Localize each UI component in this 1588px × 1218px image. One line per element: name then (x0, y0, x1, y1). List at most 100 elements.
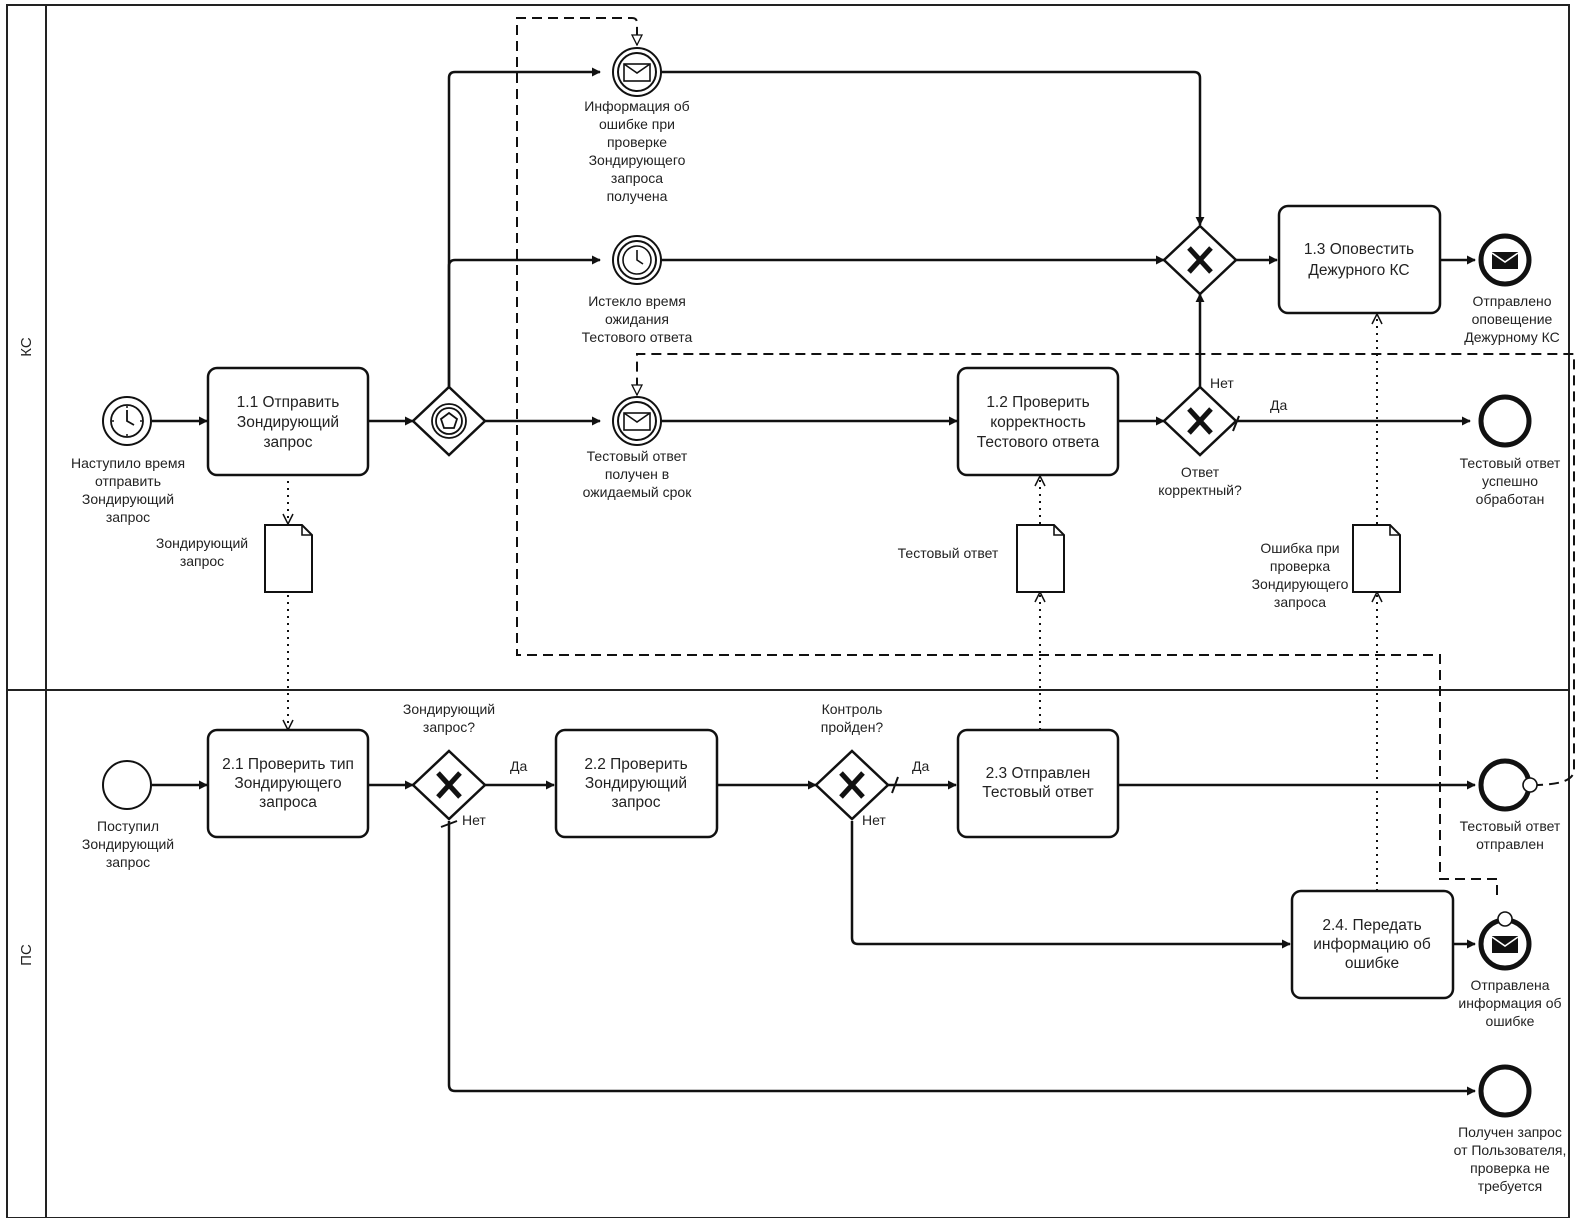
task-2-4[interactable]: 2.4. Передать информацию об ошибке (1290, 889, 1455, 1000)
svg-text:Дежурному КС: Дежурному КС (1464, 329, 1560, 345)
task-2-3[interactable]: 2.3 Отправлен Тестовый ответ (956, 728, 1120, 839)
task-1-2[interactable]: 1.2 Проверить корректность Тестового отв… (956, 366, 1120, 477)
svg-text:запроса: запроса (1274, 594, 1326, 610)
svg-text:запрос: запрос (611, 794, 660, 811)
label-gw-correct: Ответ корректный? (1158, 464, 1242, 498)
svg-text:Получен запрос: Получен запрос (1458, 1124, 1562, 1140)
svg-text:Тестовый ответ: Тестовый ответ (898, 545, 999, 561)
svg-text:Наступило время: Наступило время (71, 455, 185, 471)
svg-text:Тестовый ответ: Тестовый ответ (1460, 818, 1561, 834)
flow-label-yes-correct: Да (1270, 397, 1287, 413)
label-end-sent: Тестовый ответ отправлен (1460, 818, 1561, 852)
svg-text:Тестовый ответ: Тестовый ответ (982, 784, 1094, 801)
svg-text:Зондирующего: Зондирующего (589, 152, 686, 168)
data-object-error[interactable] (1352, 524, 1401, 593)
svg-text:корректность: корректность (990, 414, 1086, 431)
task-2-1[interactable]: 2.1 Проверить тип Зондирующего запроса (206, 728, 370, 839)
svg-text:запрос?: запрос? (423, 719, 475, 735)
svg-text:Зондирующего: Зондирующего (1252, 576, 1349, 592)
end-event-sent[interactable] (1478, 758, 1538, 812)
svg-text:Тестового ответа: Тестового ответа (582, 329, 693, 345)
svg-text:1.1 Отправить: 1.1 Отправить (237, 394, 340, 411)
label-end-notified: Отправлено оповещение Дежурному КС (1464, 293, 1560, 345)
svg-text:ошибке: ошибке (1345, 955, 1399, 972)
xor-gateway-merge[interactable] (1162, 224, 1238, 296)
svg-text:ожидания: ожидания (605, 311, 669, 327)
intermediate-message-error-event[interactable] (612, 47, 662, 97)
label-data-test: Тестовый ответ (898, 545, 999, 561)
lane-label-ks: КС (18, 337, 35, 357)
svg-text:Зондирующий: Зондирующий (82, 491, 174, 507)
svg-text:1.3 Оповестить: 1.3 Оповестить (1304, 241, 1414, 258)
svg-text:Зондирующий: Зондирующий (156, 535, 248, 551)
svg-text:Контроль: Контроль (822, 701, 883, 717)
message-flows (516, 17, 1575, 895)
svg-text:требуется: требуется (1478, 1178, 1543, 1194)
flow-label-no-correct: Нет (1210, 375, 1234, 391)
svg-text:запрос: запрос (106, 854, 150, 870)
svg-text:получен в: получен в (605, 466, 669, 482)
intermediate-message-test-event[interactable] (612, 396, 662, 446)
task-1-1[interactable]: 1.1 Отправить Зондирующий запрос (206, 366, 370, 477)
svg-text:Дежурного КС: Дежурного КС (1308, 262, 1409, 279)
svg-text:Поступил: Поступил (97, 818, 159, 834)
svg-text:оповещение: оповещение (1472, 311, 1553, 327)
xor-gateway-answer-correct[interactable] (1162, 385, 1238, 457)
svg-text:корректный?: корректный? (1158, 482, 1242, 498)
start-timer-event[interactable] (102, 396, 152, 446)
svg-text:отправлен: отправлен (1476, 836, 1544, 852)
svg-text:Зондирующий: Зондирующий (82, 836, 174, 852)
label-end-processed: Тестовый ответ успешно обработан (1460, 455, 1561, 507)
end-message-notify-event[interactable] (1478, 233, 1532, 287)
end-message-error-event[interactable] (1478, 911, 1532, 971)
flow-msg-error-to-xor (660, 70, 1205, 226)
label-start-timer: Наступило время отправить Зондирующий за… (71, 455, 185, 525)
xor-gateway-control-passed[interactable] (814, 749, 890, 821)
svg-text:ошибке при: ошибке при (599, 116, 675, 132)
svg-text:отправить: отправить (95, 473, 161, 489)
lane-label-ps: ПС (18, 944, 35, 966)
task-1-3[interactable]: 1.3 Оповестить Дежурного КС (1277, 204, 1442, 315)
start-event-ps[interactable] (102, 760, 152, 810)
svg-text:Отправлено: Отправлено (1472, 293, 1551, 309)
svg-text:запроса: запроса (611, 170, 663, 186)
data-object-test-answer[interactable] (1016, 524, 1065, 593)
sequence-flows (152, 67, 1476, 1096)
task-2-2[interactable]: 2.2 Проверить Зондирующий запрос (554, 728, 719, 839)
svg-text:Тестового ответа: Тестового ответа (977, 434, 1100, 451)
label-msg-error-received: Информация об ошибке при проверке Зондир… (584, 98, 689, 204)
svg-text:Истекло время: Истекло время (588, 293, 686, 309)
label-gw-probe: Зондирующий запрос? (403, 701, 495, 735)
svg-text:запрос: запрос (106, 509, 150, 525)
label-msg-test-received: Тестовый ответ получен в ожидаемый срок (583, 448, 693, 500)
data-object-probe-request[interactable] (264, 524, 313, 593)
msgflow-test-to-ks (637, 353, 1575, 786)
intermediate-timer-event[interactable] (612, 235, 662, 285)
svg-text:1.2 Проверить: 1.2 Проверить (986, 394, 1089, 411)
svg-text:успешно: успешно (1482, 473, 1538, 489)
svg-text:проверке: проверке (607, 134, 667, 150)
svg-text:2.2 Проверить: 2.2 Проверить (584, 756, 687, 773)
default-flow-markers (440, 415, 1240, 828)
flow-gw-probe-no (447, 821, 1476, 1096)
svg-text:2.3 Отправлен: 2.3 Отправлен (986, 765, 1091, 782)
event-based-gateway[interactable] (411, 385, 487, 457)
svg-text:Ответ: Ответ (1181, 464, 1220, 480)
svg-text:получена: получена (607, 188, 668, 204)
svg-text:информацию об: информацию об (1313, 936, 1431, 953)
flow-label-yes-probe: Да (510, 758, 527, 774)
end-event-user-request[interactable] (1478, 1064, 1532, 1118)
label-end-error-sent: Отправлена информация об ошибке (1458, 977, 1561, 1029)
svg-text:ошибке: ошибке (1486, 1013, 1535, 1029)
xor-gateway-probe-request[interactable] (411, 749, 487, 821)
end-event-processed[interactable] (1478, 394, 1532, 448)
svg-text:запрос: запрос (180, 553, 224, 569)
label-start-ps: Поступил Зондирующий запрос (82, 818, 174, 870)
flow-label-yes-control: Да (912, 758, 929, 774)
label-data-probe: Зондирующий запрос (156, 535, 248, 569)
svg-text:Ошибка при: Ошибка при (1260, 540, 1339, 556)
svg-text:2.4. Передать: 2.4. Передать (1322, 917, 1421, 934)
svg-text:запрос: запрос (263, 434, 312, 451)
flow-eventgw-to-msg-error (447, 67, 601, 387)
svg-text:информация об: информация об (1458, 995, 1561, 1011)
